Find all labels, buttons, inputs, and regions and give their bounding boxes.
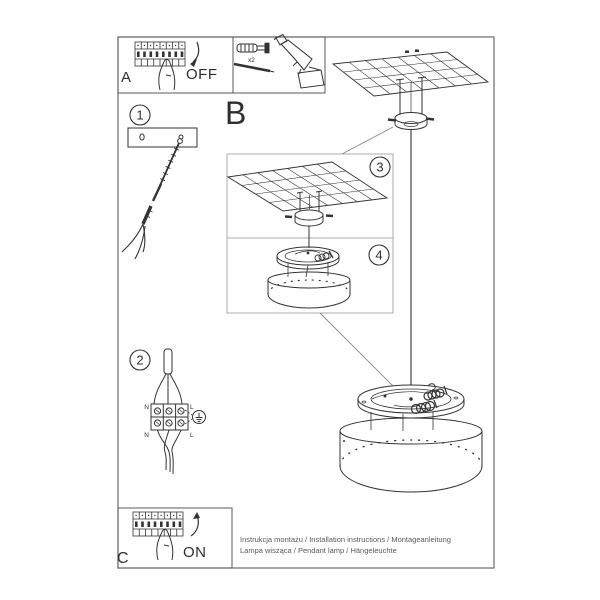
section-c-label: C [117, 550, 129, 567]
canopy-step3 [284, 190, 334, 248]
step-4-frame [226, 237, 394, 314]
pendant-lamp [339, 383, 483, 493]
wall-anchor-icon [236, 42, 270, 54]
mounting-bracket [127, 127, 198, 148]
step-1-number: 1 [136, 108, 143, 123]
footer-line-2: Lampa wisząca / Pendant lamp / Hängeleuc… [240, 546, 397, 555]
off-arrow-icon [190, 41, 200, 67]
on-label: ON [183, 544, 207, 561]
step-3-frame [226, 153, 394, 239]
step-4-badge: 4 [368, 244, 390, 266]
canopy-main [387, 76, 435, 130]
pointing-hand-icon [158, 59, 176, 91]
section-b-label: B [225, 95, 246, 131]
section-a-label: A [121, 69, 131, 86]
page-border [117, 36, 495, 569]
wall-anchor-step1 [121, 205, 153, 260]
terminal-n-bottom-label: N [144, 432, 149, 439]
terminal-block [150, 403, 189, 431]
screw-icon [233, 62, 275, 73]
off-label: OFF [186, 66, 218, 83]
step-3-badge: 3 [369, 156, 391, 178]
step-2-badge: 2 [129, 349, 151, 371]
ceiling-assembly [331, 49, 490, 97]
anchor-qty-label: x2 [248, 57, 255, 64]
leader-line-step4 [319, 312, 394, 387]
pointing-hand-icon-c [156, 529, 174, 561]
footer-line-1: Instrukcja montażu / Installation instru… [240, 535, 451, 544]
terminal-l-bottom-label: L [190, 432, 194, 439]
screw-into-anchor [151, 138, 183, 202]
on-arrow-icon [190, 512, 200, 537]
lamp-step4 [267, 246, 351, 309]
step-4-number: 4 [375, 248, 382, 263]
step-2-number: 2 [136, 353, 143, 368]
lamp-wires [157, 429, 182, 475]
step-3-number: 3 [376, 160, 383, 175]
breaker-panel-icon [134, 41, 186, 67]
supply-cable [153, 348, 183, 405]
leader-line-step3 [341, 126, 394, 155]
terminal-n-top-label: N [144, 404, 149, 411]
drill-icon [273, 33, 325, 89]
step-1-badge: 1 [129, 104, 151, 126]
power-on-panel [117, 507, 233, 569]
tools-panel [232, 36, 326, 94]
breaker-panel-icon-c [132, 511, 184, 537]
ceiling-grid-step3 [226, 161, 389, 212]
terminal-l-top-label: L [190, 404, 194, 411]
ground-symbol-icon [184, 409, 206, 425]
